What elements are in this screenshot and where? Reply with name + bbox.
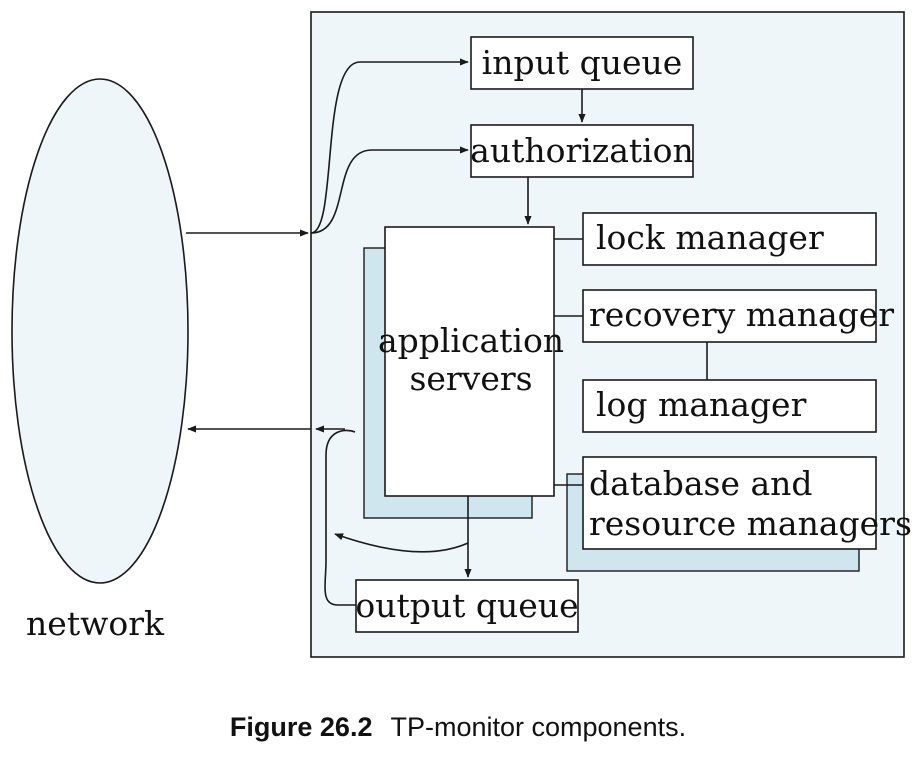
output-return-path (324, 429, 356, 606)
db-managers-box (582, 456, 877, 550)
network-ellipse (11, 78, 189, 584)
to-input-queue-arrow (310, 58, 469, 234)
figure-number: Figure 26.2 (229, 712, 373, 742)
output-queue-box (355, 579, 579, 633)
lock-manager-label: lock manager (596, 218, 824, 257)
application-servers-label-1: application (378, 321, 564, 360)
authorization-box (470, 124, 694, 178)
input-queue-label: input queue (482, 43, 683, 82)
figure-caption-text: TP-monitor components. (390, 712, 687, 742)
figure-caption: Figure 26.2 TP-monitor components. (0, 712, 916, 743)
authorization-label: authorization (470, 131, 694, 170)
input-queue-box (470, 36, 694, 90)
output-queue-label: output queue (355, 586, 578, 625)
application-servers-box (384, 226, 555, 497)
network-label: network (26, 604, 165, 643)
recovery-manager-label: recovery manager (589, 295, 894, 334)
db-managers-label-2: resource managers (589, 504, 912, 543)
db-managers-label-1: database and (589, 464, 813, 503)
application-servers-label-2: servers (409, 359, 532, 398)
to-authorization-arrow (310, 146, 469, 234)
servers-feedback-arrow (334, 533, 469, 553)
log-manager-box (582, 379, 877, 433)
log-manager-label: log manager (596, 385, 807, 424)
lock-manager-box (582, 212, 877, 266)
